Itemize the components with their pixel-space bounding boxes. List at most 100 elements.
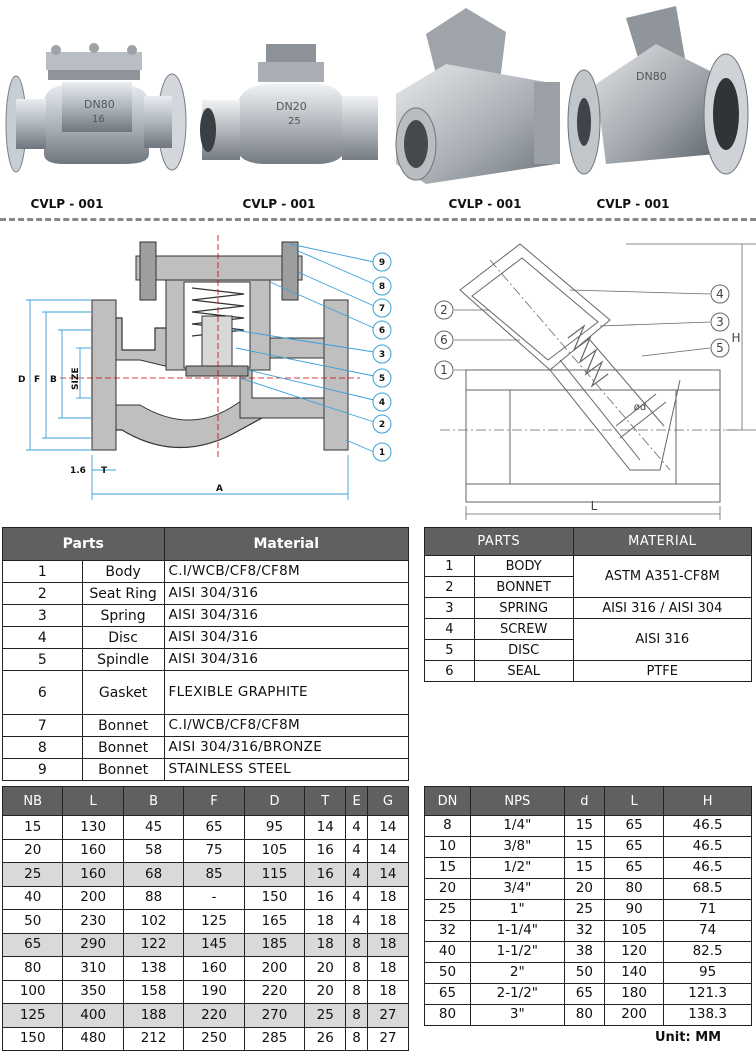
table-cell: 16	[304, 885, 347, 910]
table-cell: 50	[1, 909, 64, 934]
product-caption-2: CVLP - 001	[242, 197, 316, 211]
svg-text:25: 25	[288, 116, 301, 127]
part-name: Disc	[81, 626, 165, 649]
lift-callout-6: 6	[379, 326, 385, 336]
table-cell: 65	[603, 836, 665, 858]
product-photo-y-strainer-threaded	[386, 4, 564, 188]
table-cell: 2-1/2"	[469, 983, 565, 1005]
table-cell: 105	[243, 838, 306, 863]
table-cell: 3/4"	[469, 878, 565, 900]
table-cell: 115	[243, 862, 306, 887]
product-caption-4: CVLP - 001	[596, 197, 670, 211]
table-cell: 71	[663, 899, 752, 921]
table-cell: 82.5	[663, 941, 752, 963]
table-cell: 220	[243, 979, 306, 1004]
table-cell: 25	[424, 899, 471, 921]
part-name: Bonnet	[81, 714, 165, 737]
table-cell: 200	[62, 885, 124, 910]
table-cell: 65	[424, 983, 471, 1005]
y-callout-3: 3	[716, 315, 724, 329]
table-cell: 212	[122, 1026, 185, 1051]
dim-label-f: F	[34, 375, 40, 385]
table-cell: 18	[366, 885, 410, 910]
table-cell: 8	[345, 932, 368, 957]
dim-label-d: D	[18, 375, 25, 385]
table-cell: 290	[62, 932, 124, 957]
part-no: 7	[2, 714, 83, 737]
table-cell: 230	[62, 909, 124, 934]
svg-text:DN80: DN80	[84, 98, 115, 111]
part-name: Body	[81, 560, 165, 583]
dim-label-1-6: 1.6	[70, 466, 86, 476]
table-cell: 160	[62, 862, 124, 887]
table-cell: 160	[183, 956, 245, 981]
table-cell: 122	[122, 932, 185, 957]
table-cell: 140	[603, 962, 665, 984]
product-photo-lift-check-flanged: DN80 16	[4, 4, 194, 188]
header-material: Material	[163, 527, 410, 561]
table-cell: 20	[304, 956, 347, 981]
part-name: SPRING	[473, 597, 574, 619]
table-cell: 75	[183, 838, 245, 863]
table-cell: 8	[345, 1026, 368, 1051]
lift-callout-5: 5	[379, 374, 385, 384]
table-cell: 95	[243, 815, 306, 840]
part-name: SCREW	[473, 618, 574, 640]
y-dim-label-d: ød	[634, 402, 646, 413]
part-no: 8	[2, 736, 83, 759]
table-cell: 40	[424, 941, 471, 963]
part-name: BODY	[473, 555, 574, 577]
y-callout-4: 4	[716, 287, 724, 301]
part-no: 5	[424, 639, 475, 661]
table-cell: 80	[563, 1004, 605, 1026]
table-cell: 68	[122, 862, 185, 887]
table-cell: 68.5	[663, 878, 752, 900]
table-cell: 50	[563, 962, 605, 984]
table-cell: 18	[304, 909, 347, 934]
table-cell: 120	[603, 941, 665, 963]
table-cell: 121.3	[663, 983, 752, 1005]
y-callout-5: 5	[716, 341, 724, 355]
product-photo-y-strainer-flanged: DN80	[566, 4, 752, 188]
table-cell: 350	[62, 979, 124, 1004]
table-cell: 18	[366, 956, 410, 981]
part-name: Seat Ring	[81, 582, 165, 605]
header-parts: PARTS	[424, 527, 574, 556]
part-material: AISI 304/316	[163, 626, 410, 649]
part-no: 3	[424, 597, 475, 619]
table-cell: 160	[62, 838, 124, 863]
table-cell: 18	[304, 932, 347, 957]
table-cell: 65	[563, 983, 605, 1005]
table-cell: 50	[424, 962, 471, 984]
header-parts: Parts	[2, 527, 165, 561]
part-material: AISI 316 / AISI 304	[572, 597, 753, 619]
table-cell: 20	[424, 878, 471, 900]
col-header: G	[366, 786, 410, 816]
y-callout-2: 2	[440, 303, 448, 317]
table-cell: 4	[345, 909, 368, 934]
part-material: AISI 304/316/BRONZE	[163, 736, 410, 759]
table-cell: 165	[243, 909, 306, 934]
table-cell: 80	[603, 878, 665, 900]
table-cell: 18	[366, 979, 410, 1004]
svg-text:16: 16	[92, 114, 105, 125]
table-cell: 14	[304, 815, 347, 840]
